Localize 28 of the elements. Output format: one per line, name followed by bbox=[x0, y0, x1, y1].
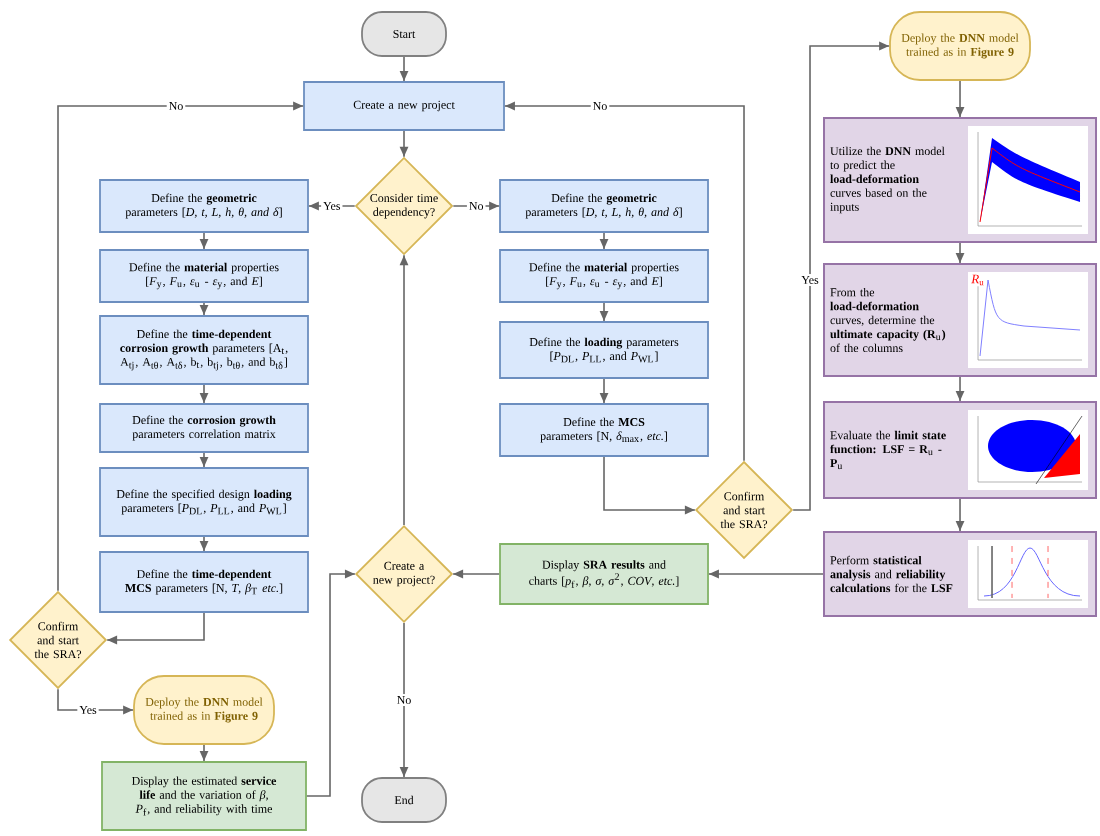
arrow bbox=[308, 201, 356, 211]
arrow bbox=[199, 744, 209, 762]
arrow bbox=[199, 302, 209, 316]
arrow bbox=[199, 232, 209, 250]
arrow bbox=[708, 569, 824, 579]
arrow bbox=[504, 101, 745, 462]
arrow bbox=[599, 232, 609, 250]
arrow bbox=[399, 56, 409, 82]
arrow bbox=[399, 130, 409, 158]
arrow bbox=[603, 456, 696, 515]
arrow bbox=[57, 688, 134, 715]
arrow bbox=[452, 569, 500, 579]
arrow bbox=[106, 612, 205, 645]
arrow bbox=[955, 376, 965, 402]
arrow bbox=[955, 80, 965, 118]
arrow bbox=[452, 201, 500, 211]
arrow bbox=[599, 302, 609, 322]
arrow bbox=[57, 101, 304, 592]
arrow bbox=[199, 384, 209, 404]
arrow bbox=[199, 452, 209, 468]
arrow bbox=[955, 242, 965, 264]
arrow bbox=[955, 498, 965, 532]
arrow bbox=[306, 569, 356, 797]
arrow bbox=[399, 622, 409, 778]
arrow bbox=[199, 536, 209, 552]
arrow bbox=[792, 41, 890, 511]
arrow bbox=[399, 254, 409, 526]
arrow bbox=[599, 378, 609, 404]
